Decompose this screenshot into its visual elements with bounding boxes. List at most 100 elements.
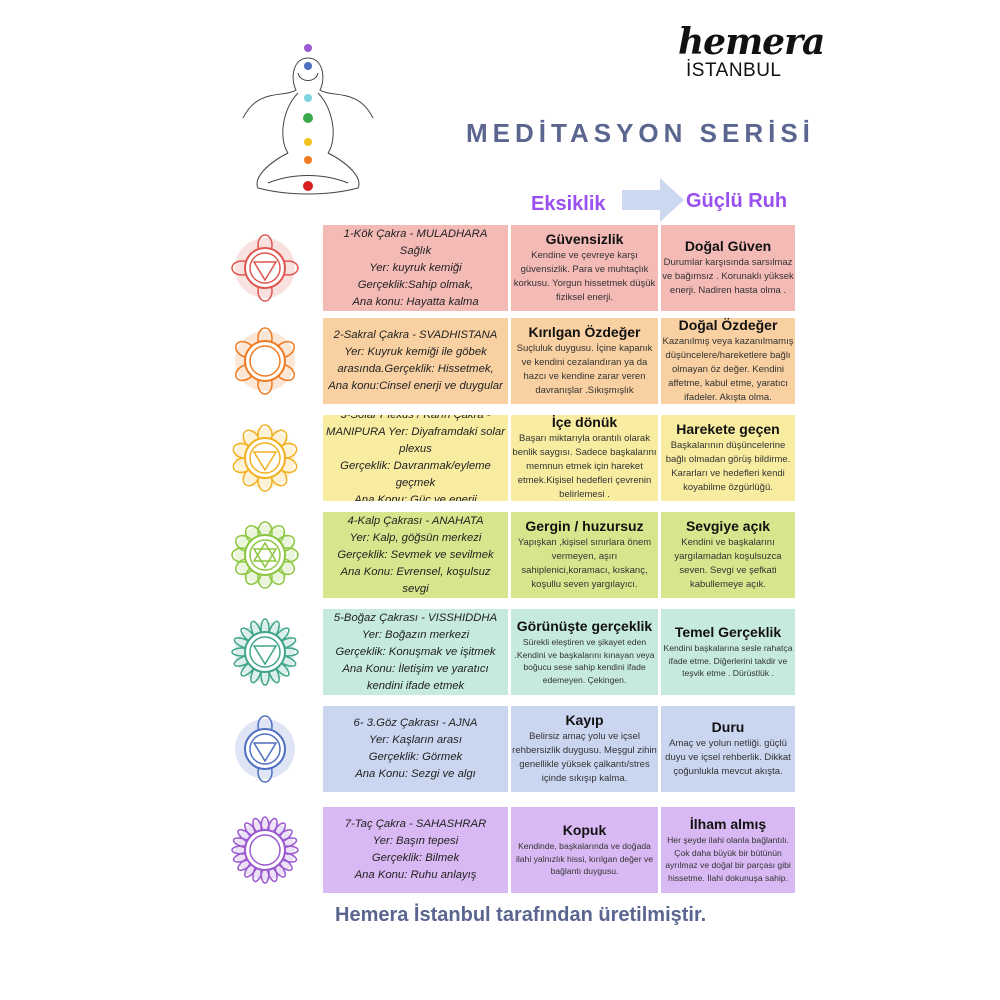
chakra-info-line: plexus [399, 443, 432, 455]
strength-title: İlham almış [689, 816, 767, 832]
deficiency-title: Güvensizlik [545, 231, 624, 247]
chakra-info-cell: 6- 3.Göz Çakrası - AJNA Yer: Kaşların ara… [323, 706, 508, 792]
chakra-info-line: 5-Boğaz Çakrası - VISSHIDDHA [333, 611, 498, 624]
deficiency-cell: Güvensizlik Kendine ve çevreye karşı güv… [511, 225, 658, 311]
chakra-row: 7-Taç Çakra - SAHASHRAR Yer: Başın tepesi… [323, 807, 795, 893]
page-title: MEDİTASYON SERİSİ [466, 118, 815, 148]
chakra-row: 3-Solar Plexus / Karın Çakra - MANIPURA Y… [323, 415, 795, 501]
strength-cell: İlham almış Her şeyde ilahi olanla bağla… [661, 807, 795, 893]
strength-text: Kazanılmış veya kazanılmamış düşüncelere… [662, 336, 794, 403]
chakra-info-line: Ana Konu: Sezgi ve algı [355, 768, 476, 780]
chakra-info-line: Yer: Kaşların arası [369, 734, 462, 746]
chakra-info-line: Yer: Boğazın merkezi [361, 628, 470, 641]
deficiency-cell: Kayıp Belirsiz amaç yolu ve içsel rehber… [511, 706, 658, 792]
deficiency-text: Belirsiz amaç yolu ve içsel rehbersizlik… [512, 731, 657, 784]
chakra-info-line: 1-Kök Çakra - MULADHARA [343, 227, 488, 240]
brand-logo: hemera İSTANBUL [678, 21, 825, 82]
strength-cell: Sevgiye açık Kendini ve başkalarını yarg… [661, 512, 795, 598]
chakra-info-line: Yer: Başın tepesi [372, 835, 459, 847]
chakra-info-line: kendini ifade etmek [366, 679, 465, 692]
deficiency-cell: İçe dönük Başarı miktarıyla orantılı ola… [511, 415, 658, 501]
deficiency-cell: Görünüşte gerçeklik Sürekli eleştiren ve… [511, 609, 658, 695]
chakra-row: 5-Boğaz Çakrası - VISSHIDDHA Yer: Boğazın… [323, 609, 795, 695]
chakra-symbol-icon [231, 618, 299, 686]
chakra-info-line: MANIPURA Yer: Diyaframdaki solar [326, 426, 505, 438]
deficiency-title: Kopuk [562, 822, 607, 839]
strength-title: Duru [711, 719, 745, 735]
strength-cell: Harekete geçen Başkalarının düşüncelerin… [661, 415, 795, 501]
chakra-symbol-icon [231, 234, 299, 302]
deficiency-cell: Kırılgan Özdeğer Suçluluk duygusu. İçine… [511, 318, 658, 404]
strength-title: Temel Gerçeklik [674, 624, 782, 641]
chakra-symbol-icon [235, 715, 295, 783]
meditating-figure-illustration [242, 44, 374, 195]
strength-text: Kendini başkalarına sesle rahatça ifade … [663, 643, 793, 679]
deficiency-cell: Gergin / huzursuz Yapışkan ,kişisel sını… [511, 512, 658, 598]
deficiency-title: Kayıp [565, 712, 604, 728]
strength-cell: Duru Amaç ve yolun netliği. güçlü duyu v… [661, 706, 795, 792]
strength-title: Doğal Güven [684, 238, 772, 254]
deficiency-title: İçe dönük [551, 415, 618, 430]
column-header-deficiency: Eksiklik [531, 193, 606, 215]
chakra-info-line: 2-Sakral Çakra - SVADHISTANA [333, 329, 498, 341]
chakra-symbol-icon [231, 816, 299, 884]
strength-cell: Doğal Özdeğer Kazanılmış veya kazanılmam… [661, 318, 795, 404]
chakra-info-cell: 2-Sakral Çakra - SVADHISTANA Yer: Kuyruk … [323, 318, 508, 404]
chakra-info-line: Ana Konu: İletişim ve yaratıcı [342, 662, 489, 675]
chakra-info-line: Ana Konu: Ruhu anlayış [354, 869, 477, 881]
chakra-symbol-icon [231, 521, 299, 589]
chakra-info-line: Gerçeklik:Sahip olmak, [357, 278, 474, 291]
chakra-row: 4-Kalp Çakrası - ANAHATA Yer: Kalp, göğsü… [323, 512, 795, 598]
chakra-info-cell: 7-Taç Çakra - SAHASHRAR Yer: Başın tepesi… [323, 807, 508, 893]
deficiency-text: Kendine ve çevreye karşı güvensizlik. Pa… [513, 250, 656, 303]
chakra-info-cell: 5-Boğaz Çakrası - VISSHIDDHA Yer: Boğazın… [323, 609, 508, 695]
chakra-info-line: Yer: kuyruk kemiği [369, 261, 462, 274]
chakra-info-cell: 3-Solar Plexus / Karın Çakra - MANIPURA Y… [323, 415, 508, 501]
strength-text: Kendini ve başkalarını yargılamadan koşu… [674, 537, 782, 590]
chakra-info-line: Ana konu: Hayatta kalma [352, 295, 479, 308]
strength-text: Başkalarının düşüncelerine bağlı olmadan… [665, 440, 791, 493]
deficiency-text: Sürekli eleştiren ve şikayet eden .Kendi… [514, 637, 655, 685]
chakra-info-line: Gerçeklik: Sevmek ve sevilmek [337, 548, 494, 561]
chakra-info-line: Yer: Kalp, göğsün merkezi [349, 531, 482, 544]
chakra-info-line: 4-Kalp Çakrası - ANAHATA [347, 514, 484, 527]
deficiency-text: Kendinde, başkalarında ve doğada ilahi y… [515, 841, 654, 877]
chakra-info-line: 6- 3.Göz Çakrası - AJNA [353, 717, 478, 729]
chakra-info-line: Gerçeklik: Davranmak/eyleme geçmek [340, 460, 491, 489]
deficiency-title: Kırılgan Özdeğer [528, 324, 641, 340]
chakra-symbol-icon [232, 424, 298, 492]
chakra-info-line: 7-Taç Çakra - SAHASHRAR [344, 818, 487, 830]
chakra-info-line: Ana Konu: Evrensel, koşulsuz [340, 565, 491, 578]
strength-cell: Doğal Güven Durumlar karşısında sarsılma… [661, 225, 795, 311]
chakra-info-line: Sağlık [399, 244, 432, 257]
chakra-info-line: arasında.Gerçeklik: Hissetmek, [337, 363, 494, 375]
strength-title: Harekete geçen [676, 421, 780, 437]
deficiency-cell: Kopuk Kendinde, başkalarında ve doğada i… [511, 807, 658, 893]
chakra-info-line: Gerçeklik: Bilmek [371, 852, 460, 864]
deficiency-text: Başarı miktarıyla orantılı olarak benlik… [512, 433, 657, 500]
arrow-right-icon [622, 178, 684, 222]
chakra-info-cell: 4-Kalp Çakrası - ANAHATA Yer: Kalp, göğsü… [323, 512, 508, 598]
strength-title: Doğal Özdeğer [678, 318, 778, 333]
strength-text: Her şeyde ilahi olanla bağlantılı. Çok d… [665, 835, 791, 883]
deficiency-text: Yapışkan ,kişisel sınırlara önem vermeye… [517, 537, 652, 590]
deficiency-title: Görünüşte gerçeklik [516, 618, 653, 634]
strength-text: Durumlar karşısında sarsılmaz ve bağımsı… [662, 257, 794, 296]
chakra-info-line: Gerçeklik: Konuşmak ve işitmek [335, 645, 496, 658]
chakra-info-line: 3-Solar Plexus / Karın Çakra - [340, 415, 491, 421]
brand-script: hemera [678, 21, 825, 63]
chakra-info-line: Gerçeklik: Görmek [368, 751, 463, 763]
column-header-strong-soul: Güçlü Ruh [686, 190, 788, 212]
footer-credit: Hemera İstanbul tarafından üretilmiştir. [335, 904, 707, 926]
chakra-info-line: Ana Konu: Güç ve enerji [354, 494, 477, 501]
chakra-info-line: Yer: Kuyruk kemiği ile göbek [344, 346, 487, 358]
chakra-symbol-icon [234, 327, 296, 395]
deficiency-title: Gergin / huzursuz [525, 518, 644, 534]
deficiency-text: Suçluluk duygusu. İçine kapanık ve kendi… [516, 343, 653, 396]
strength-cell: Temel Gerçeklik Kendini başkalarına sesl… [661, 609, 795, 695]
strength-title: Sevgiye açık [685, 518, 771, 534]
chakra-row: 6- 3.Göz Çakrası - AJNA Yer: Kaşların ara… [323, 706, 795, 792]
chakra-info-line: sevgi [402, 582, 429, 595]
